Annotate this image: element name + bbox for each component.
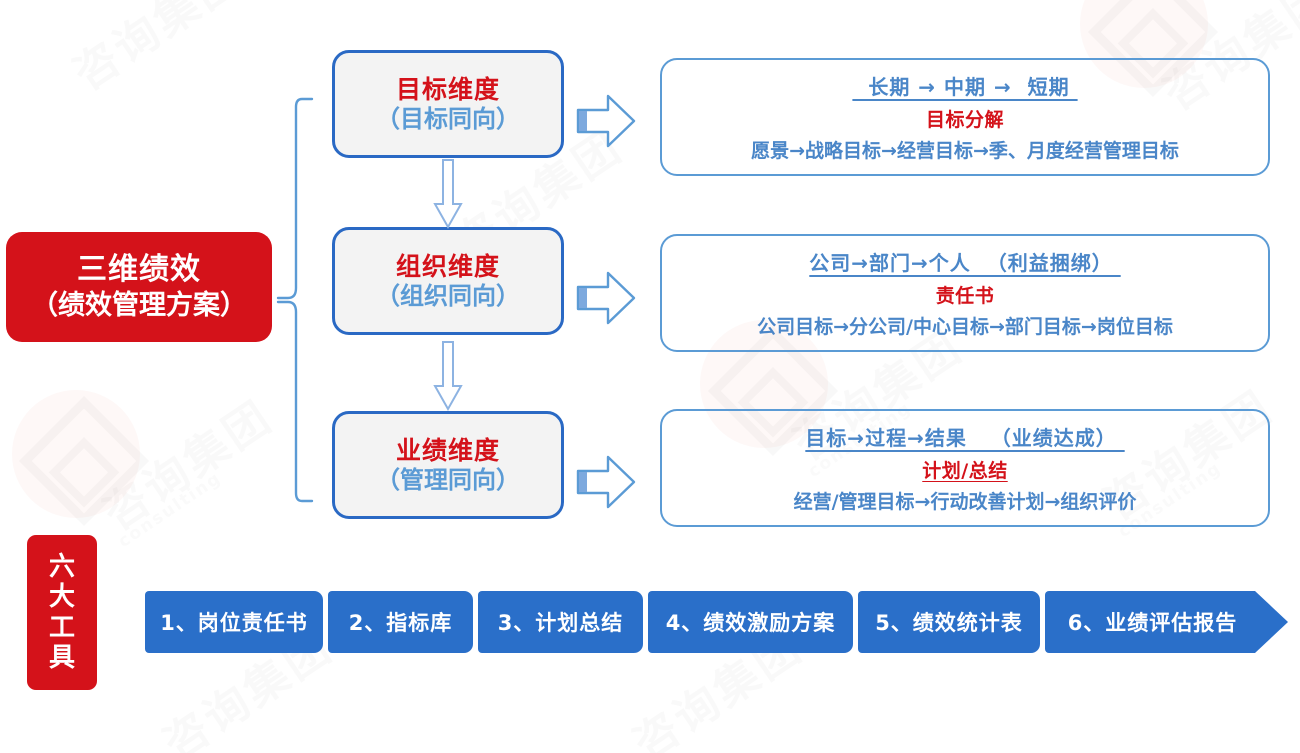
tool-chip-5[interactable]: 5、绩效统计表 <box>858 591 1040 653</box>
tool-chip-6[interactable]: 6、业绩评估报告 <box>1045 591 1288 653</box>
dimension-subtitle: （目标同向） <box>376 104 520 133</box>
watermark-sub: consulting <box>114 468 226 552</box>
arrow-down-icon <box>433 159 463 230</box>
arrow-right-icon <box>576 455 636 509</box>
dimension-subtitle: （管理同向） <box>376 465 520 494</box>
arrow-down-icon <box>433 341 463 412</box>
watermark-logo-icon <box>18 395 150 527</box>
detail-keyword: 计划/总结 <box>922 460 1008 482</box>
watermark-badge <box>12 390 140 518</box>
detail-keyword: 目标分解 <box>925 109 1004 131</box>
dimension-title: 业绩维度 <box>395 435 500 465</box>
dimension-box-performance[interactable]: 业绩维度 （管理同向） <box>332 411 564 519</box>
watermark-text: 咨询集团 <box>64 0 253 101</box>
tools-label-char: 大 <box>48 582 75 613</box>
arrow-right-icon <box>576 94 636 148</box>
detail-headline: 目标→过程→结果 （业绩达成） <box>805 426 1125 450</box>
master-title-line2: （绩效管理方案） <box>31 289 247 321</box>
master-title-box: 三维绩效 （绩效管理方案） <box>6 232 272 342</box>
detail-box-performance[interactable]: 目标→过程→结果 （业绩达成） 计划/总结 经营/管理目标→行动改善计划→组织评… <box>660 409 1270 527</box>
detail-description: 愿景→战略目标→经营目标→季、月度经营管理目标 <box>751 140 1179 162</box>
six-tools-label: 六 大 工 具 <box>27 535 97 690</box>
tool-chip-2[interactable]: 2、指标库 <box>328 591 473 653</box>
dimension-title: 组织维度 <box>395 251 500 281</box>
watermark-text: 咨询集团 <box>94 390 283 541</box>
arrow-right-icon <box>576 271 636 325</box>
tools-label-char: 六 <box>48 552 75 583</box>
dimension-title: 目标维度 <box>395 74 500 104</box>
detail-description: 公司目标→分公司/中心目标→部门目标→岗位目标 <box>757 316 1173 338</box>
dimension-box-goal[interactable]: 目标维度 （目标同向） <box>332 50 564 158</box>
detail-description: 经营/管理目标→行动改善计划→组织评价 <box>793 491 1137 513</box>
tool-chip-1[interactable]: 1、岗位责任书 <box>145 591 323 653</box>
detail-box-organization[interactable]: 公司→部门→个人 （利益捆绑） 责任书 公司目标→分公司/中心目标→部门目标→岗… <box>660 234 1270 352</box>
tool-chip-3[interactable]: 3、计划总结 <box>478 591 643 653</box>
detail-box-goal[interactable]: 长期 → 中期 → 短期 目标分解 愿景→战略目标→经营目标→季、月度经营管理目… <box>660 58 1270 176</box>
brace-connector-icon <box>276 97 314 503</box>
tools-label-char: 具 <box>48 642 75 673</box>
detail-headline: 长期 → 中期 → 短期 <box>852 75 1078 99</box>
tools-label-char: 工 <box>48 612 75 643</box>
master-title-line1: 三维绩效 <box>77 252 201 288</box>
detail-keyword: 责任书 <box>935 285 995 307</box>
detail-headline: 公司→部门→个人 （利益捆绑） <box>809 251 1121 275</box>
dimension-subtitle: （组织同向） <box>376 281 520 310</box>
dimension-box-organization[interactable]: 组织维度 （组织同向） <box>332 227 564 335</box>
tool-chip-4[interactable]: 4、绩效激励方案 <box>648 591 853 653</box>
